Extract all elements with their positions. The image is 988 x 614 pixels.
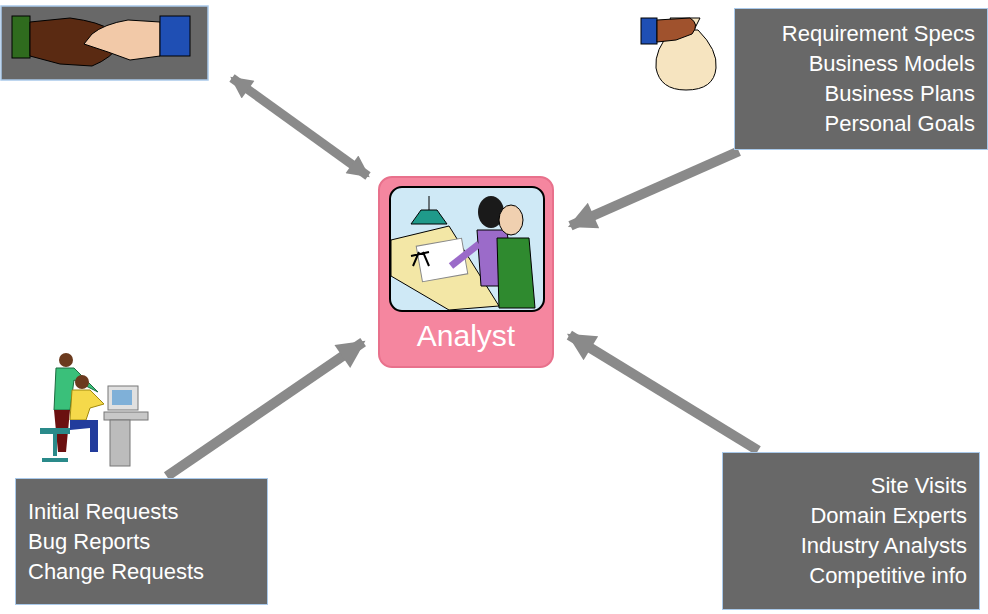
- item-text: Bug Reports: [28, 527, 150, 557]
- flow-arrow: [569, 335, 758, 450]
- item-text: Site Visits: [871, 471, 967, 501]
- seated-person-head: [75, 375, 89, 389]
- item-text: Requirement Specs: [782, 19, 975, 49]
- item-text: Business Models: [809, 49, 975, 79]
- item-text: Domain Experts: [810, 501, 967, 531]
- chair-base: [42, 434, 68, 460]
- item-text: Analyst: [417, 318, 515, 354]
- seated-person-body: [70, 390, 104, 420]
- blue-cuff: [160, 16, 190, 56]
- item-text: Change Requests: [28, 557, 204, 587]
- money-bag-icon: [641, 18, 716, 90]
- monitor: [108, 386, 138, 410]
- double-arrow: [232, 78, 368, 176]
- seated-person-legs: [70, 420, 98, 452]
- item-text: Industry Analysts: [801, 531, 967, 561]
- source-box: Site VisitsDomain ExpertsIndustry Analys…: [722, 452, 980, 610]
- blue-cuff: [641, 18, 657, 44]
- item-text: Initial Requests: [28, 497, 178, 527]
- item-text: Competitive info: [809, 561, 967, 591]
- flow-arrow: [167, 342, 363, 476]
- light-hand: [84, 20, 160, 60]
- hand: [657, 18, 696, 42]
- flow-arrow: [570, 151, 738, 226]
- art-frame: [390, 187, 544, 311]
- item-text: Business Plans: [825, 79, 975, 109]
- desk-drawer: [110, 420, 130, 466]
- man-head: [499, 205, 523, 235]
- green-cuff: [12, 16, 30, 58]
- analyst-illustration: [389, 186, 545, 312]
- item-text: Personal Goals: [825, 109, 975, 139]
- lamp: [411, 196, 447, 224]
- computer-users-icon: [40, 353, 148, 466]
- compass: [411, 252, 429, 266]
- chair-seat: [40, 428, 70, 434]
- source-box: Initial RequestsBug ReportsChange Reques…: [15, 478, 268, 605]
- source-box: Requirement SpecsBusiness ModelsBusiness…: [734, 8, 988, 150]
- woman-arm: [451, 244, 479, 266]
- man-body: [497, 238, 535, 308]
- handshake-icon: [1, 6, 208, 80]
- analyst-box: Analyst: [378, 176, 554, 368]
- standing-person-head: [59, 353, 73, 367]
- screen: [112, 390, 132, 405]
- icon-panel: [1, 6, 208, 80]
- desk: [104, 412, 148, 420]
